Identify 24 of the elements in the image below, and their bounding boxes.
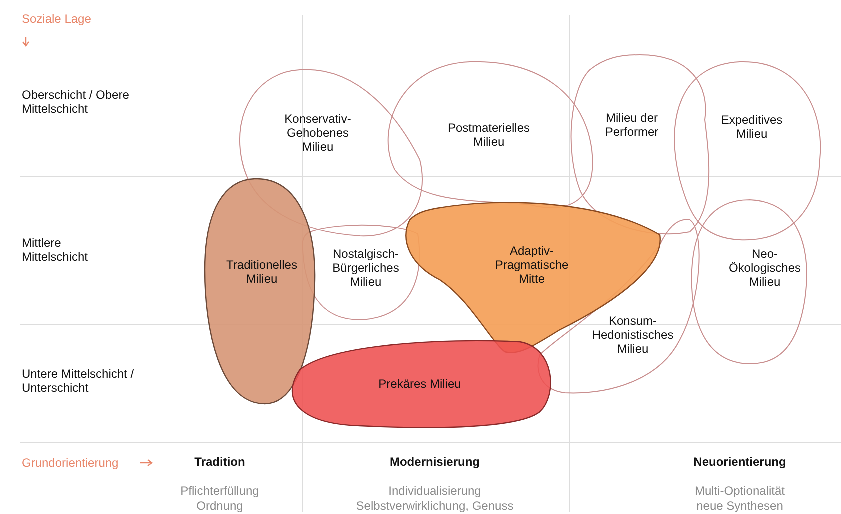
- row-label: Mittlere Mittelschicht: [22, 236, 90, 264]
- column-description: Pflichterfüllung: [180, 484, 260, 498]
- milieu-label: Expeditives Milieu: [720, 113, 784, 141]
- milieu-label: Milieu der Performer: [604, 111, 660, 139]
- column-description: Multi-Optionalität: [694, 484, 786, 498]
- column-description: neue Synthesen: [696, 499, 784, 513]
- row-label: Untere Mittelschicht / Unterschicht: [22, 367, 136, 395]
- milieu-label: Traditionelles Milieu: [226, 258, 298, 286]
- column-heading: Tradition: [194, 455, 246, 469]
- milieu-label: Adaptiv- Pragmatische Mitte: [494, 244, 570, 286]
- milieu-label: Prekäres Milieu: [378, 377, 462, 391]
- column-description: Selbstverwirklichung, Genuss: [355, 499, 515, 513]
- axis-title: Soziale Lage: [22, 12, 92, 26]
- column-heading: Modernisierung: [388, 455, 481, 469]
- row-label: Oberschicht / Obere Mittelschicht: [22, 88, 130, 116]
- column-description: Ordnung: [196, 499, 244, 513]
- column-description: Individualisierung: [388, 484, 482, 498]
- axis-title: Grundorientierung: [22, 456, 119, 470]
- milieu-label: Konsum- Hedonistisches Milieu: [591, 314, 675, 356]
- column-heading: Neuorientierung: [692, 455, 788, 469]
- milieu-label: Konservativ- Gehobenes Milieu: [284, 112, 352, 154]
- milieu-label: Neo- Ökologisches Milieu: [728, 247, 802, 289]
- milieu-label: Postmaterielles Milieu: [446, 121, 532, 149]
- milieu-label: Nostalgisch- Bürgerliches Milieu: [332, 247, 400, 289]
